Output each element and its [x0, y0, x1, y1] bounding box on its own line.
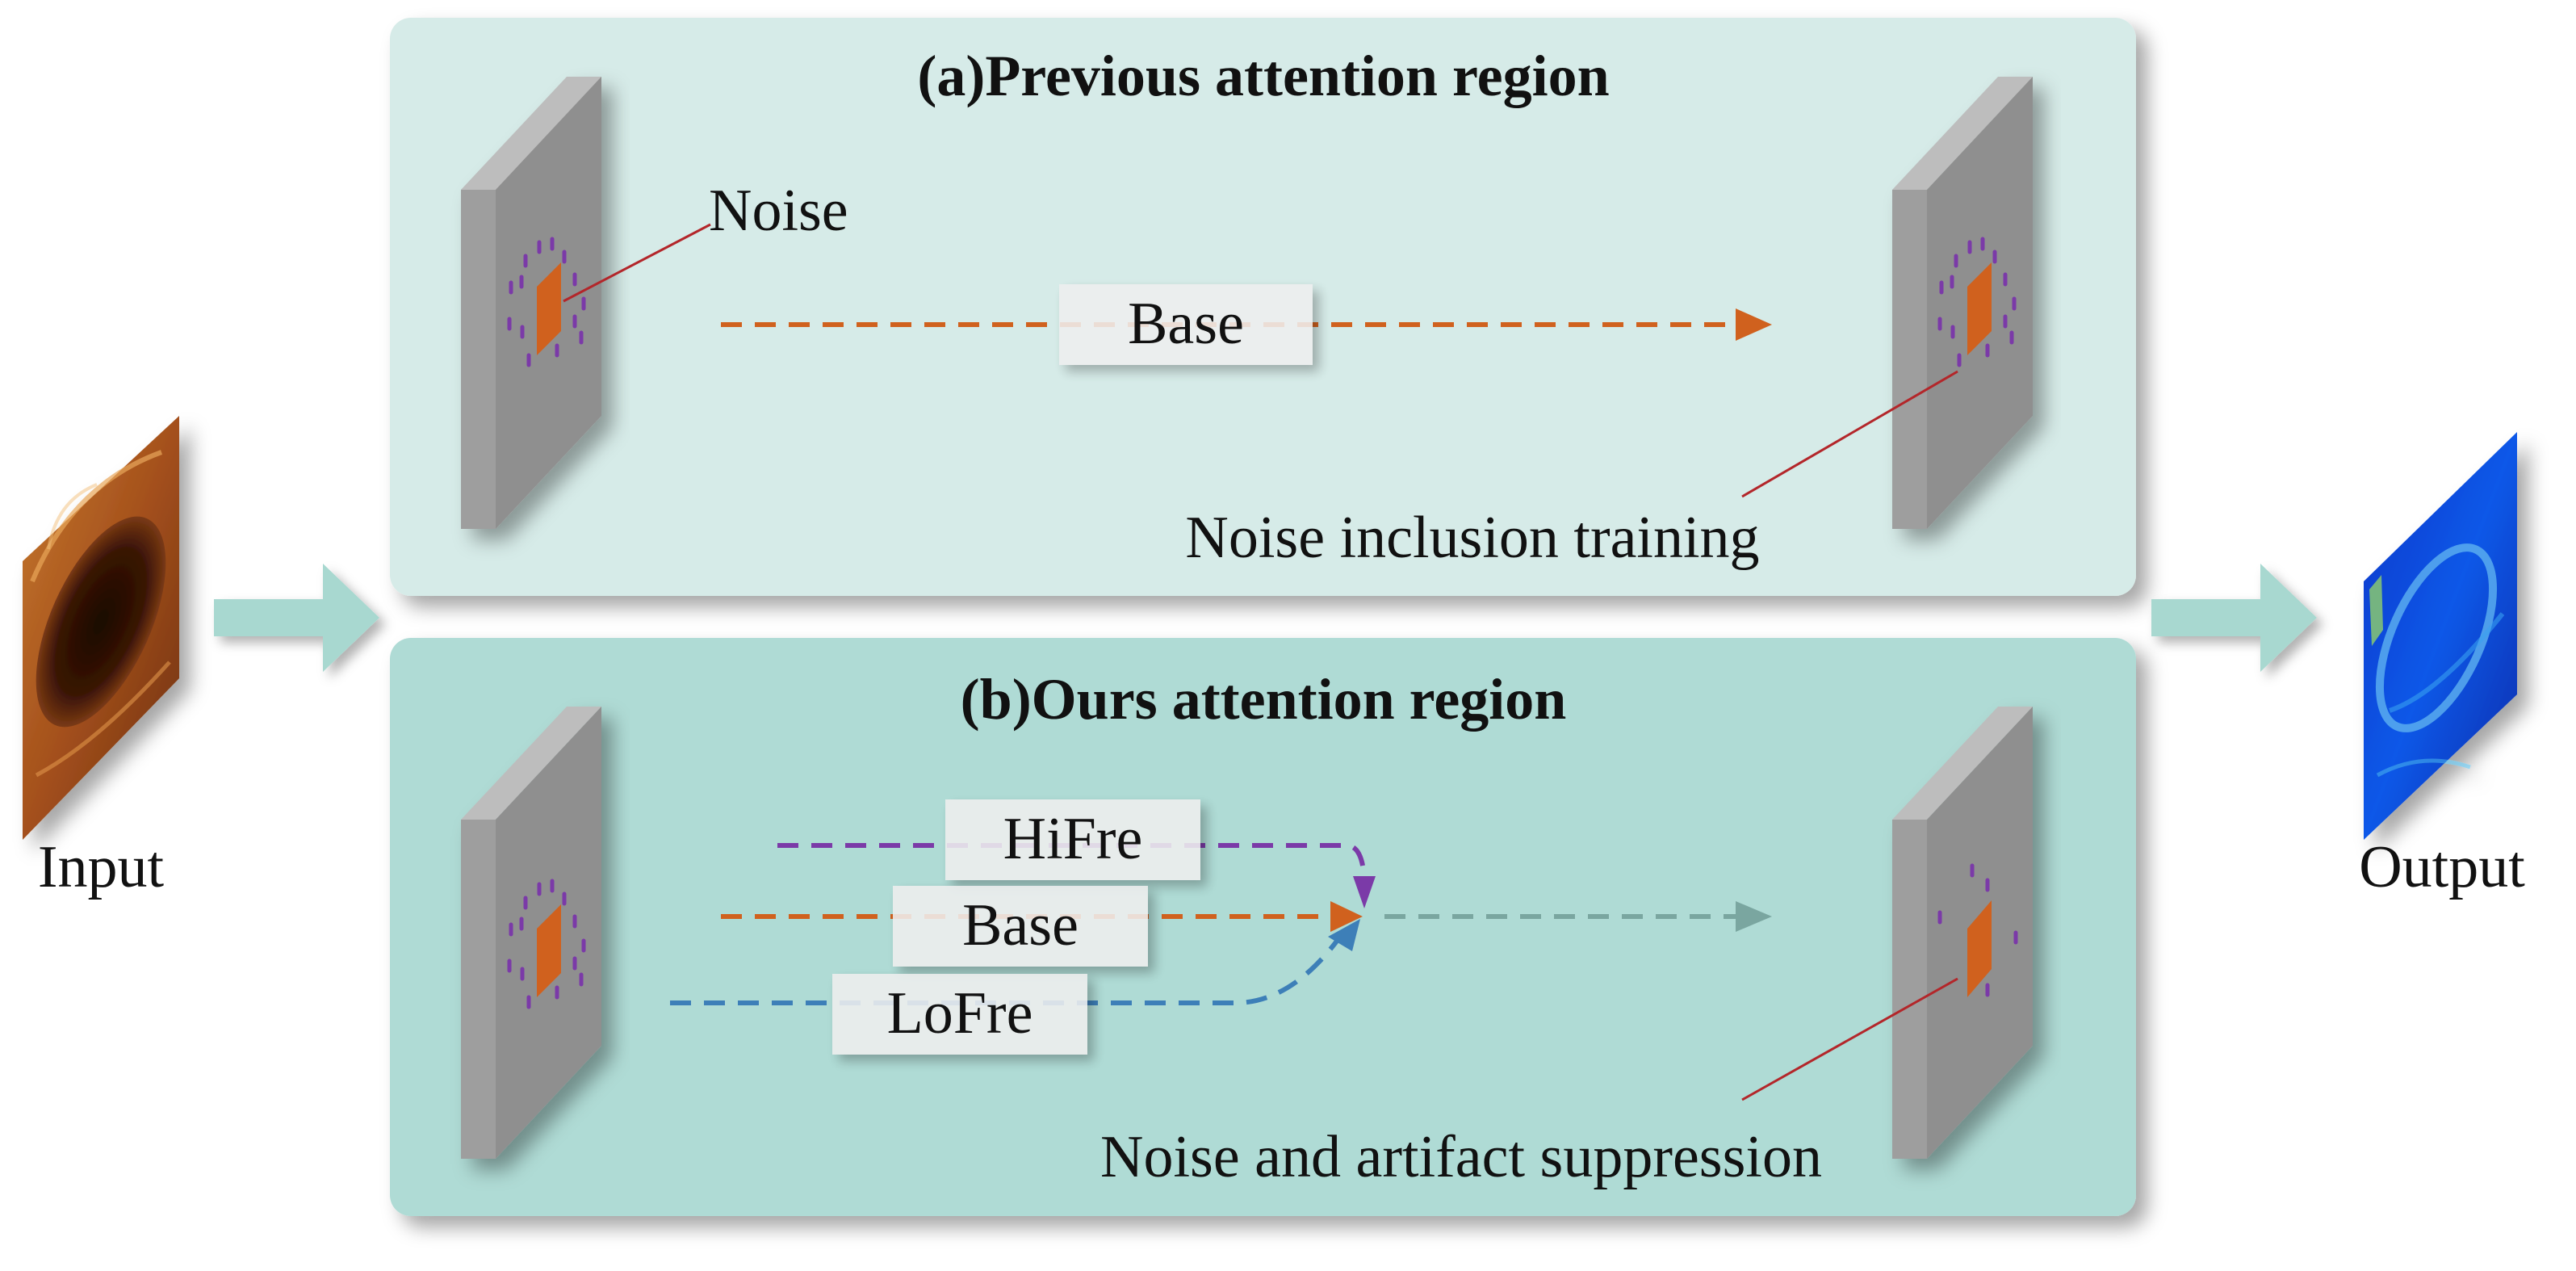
- output-label: Output: [2359, 834, 2525, 900]
- panel-a-caption-callout-line: [1741, 370, 1958, 498]
- panel-b-output-attention-patch: [1937, 863, 2018, 997]
- panel-a-noise-callout-line: [563, 223, 711, 303]
- output-image: [2364, 432, 2517, 840]
- panel-b-base-label: Base: [962, 892, 1079, 958]
- panel-b-lofre-box: [832, 974, 1087, 1055]
- panel-a-output-plate: [1892, 77, 2033, 529]
- panel-a-caption: Noise inclusion training: [1185, 505, 1759, 571]
- panel-b-lofre-arrowhead: [1328, 919, 1360, 951]
- panel-a-output-attention-patch: [1937, 237, 2017, 367]
- panel-a-input-attention-patch: [507, 237, 586, 367]
- input-image: [23, 416, 179, 840]
- input-arrow: [214, 564, 379, 672]
- panel-b-caption: Noise and artifact suppression: [1100, 1124, 1822, 1190]
- panel-b-caption-callout-line: [1741, 977, 1958, 1101]
- panel-b-title: (b)Ours attention region: [961, 667, 1567, 732]
- panel-a-noise-label: Noise: [709, 178, 848, 244]
- panel-a-title: (a)Previous attention region: [917, 44, 1609, 108]
- panel-b-lofre-path: [670, 935, 1342, 1005]
- panel-b-base-box: [893, 886, 1148, 967]
- panel-b-hifre-path: [777, 843, 1367, 881]
- panel-b-input-attention-patch: [507, 879, 586, 1009]
- panel-a-base-box: [1059, 284, 1313, 365]
- input-label: Input: [38, 834, 165, 900]
- panel-b-base-arrowhead: [1330, 901, 1363, 932]
- panel-b-output-arrowhead: [1736, 901, 1772, 932]
- panel-b-hifre-label: HiFre: [1003, 806, 1143, 872]
- panel-a-base-arrowhead: [1736, 308, 1772, 341]
- panel-b-background: [390, 638, 2136, 1216]
- panel-a-base-label: Base: [1128, 291, 1244, 357]
- panel-b-hifre-arrowhead: [1353, 876, 1376, 908]
- panel-b-hifre-box: [945, 799, 1200, 880]
- panel-b-lofre-label: LoFre: [887, 980, 1033, 1047]
- output-arrow: [2151, 564, 2317, 672]
